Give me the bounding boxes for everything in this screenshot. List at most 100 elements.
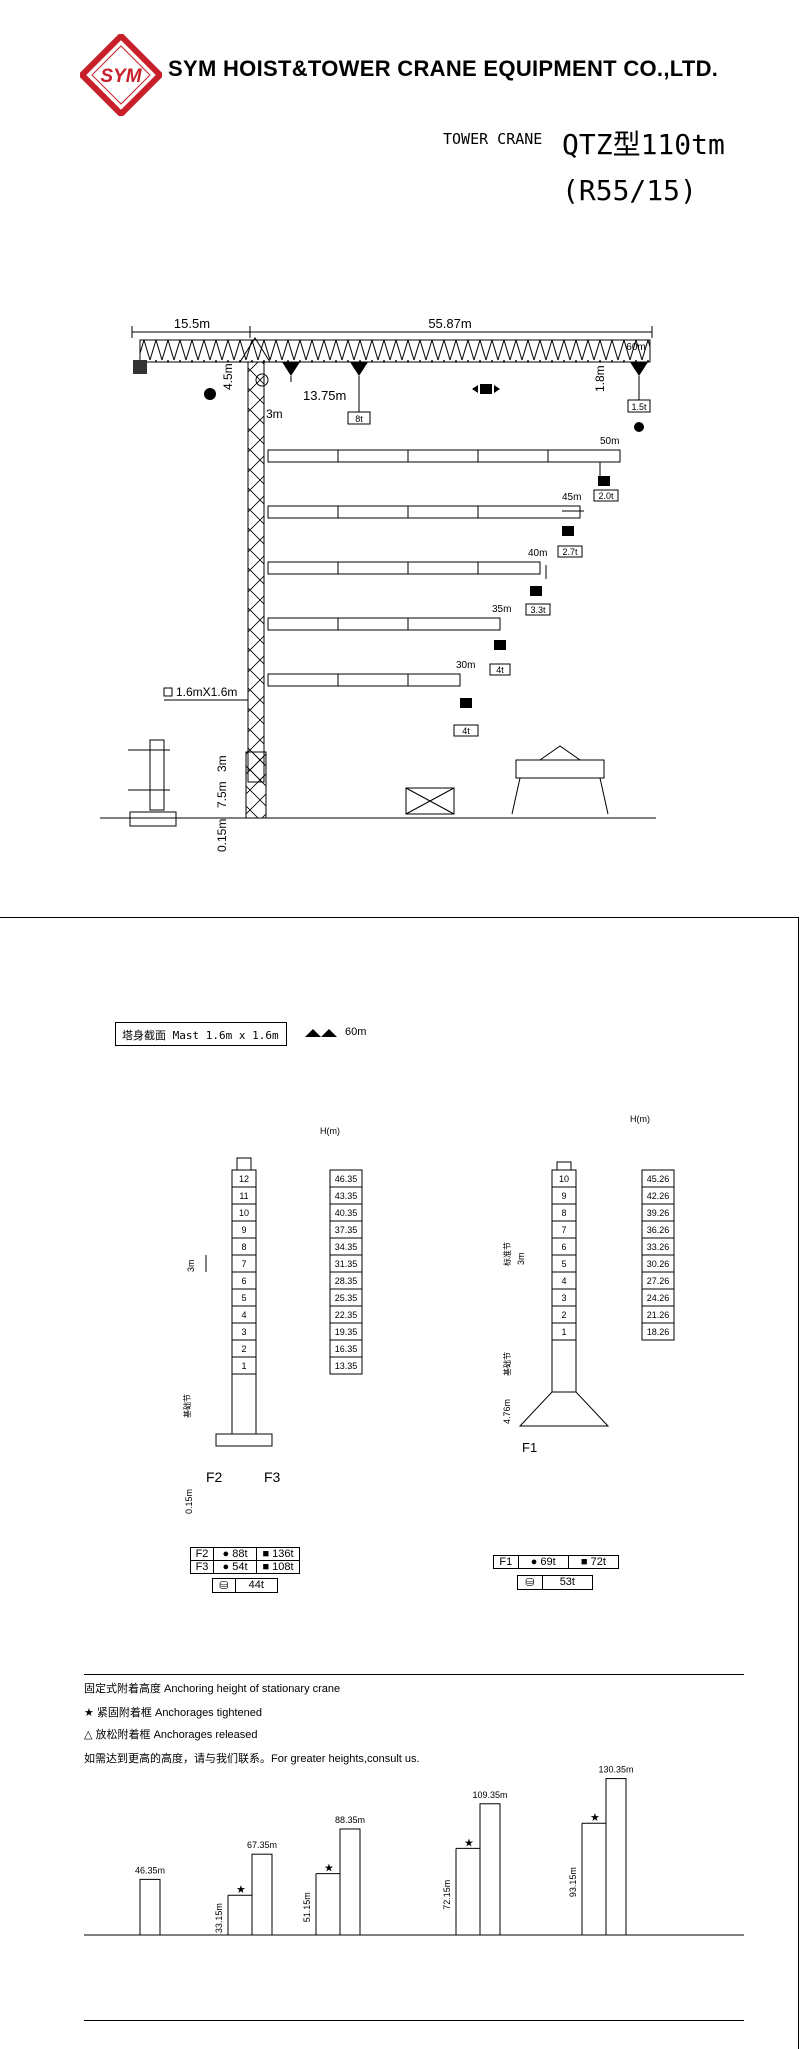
anchor-tower [339, 1828, 361, 1936]
jib-load-45: 2.7t [562, 547, 578, 557]
section-number: 2 [241, 1344, 246, 1354]
anchor-height: 51.15m [302, 1892, 312, 1922]
section-number: 10 [239, 1208, 249, 1218]
bottom-offset: 0.15m [184, 1489, 194, 1514]
company-logo: SYM [80, 34, 162, 116]
height-value: 42.26 [647, 1191, 670, 1201]
height-value: 21.26 [647, 1310, 670, 1320]
height-value: 33.26 [647, 1242, 670, 1252]
height-value: 13.35 [335, 1361, 358, 1371]
height-value: 46.35 [335, 1174, 358, 1184]
std-label: 标准节 [502, 1242, 512, 1266]
base-label: 基础节 [182, 1394, 192, 1418]
height-value: 36.26 [647, 1225, 670, 1235]
section-number: 8 [241, 1242, 246, 1252]
anchor-star: ★ [324, 1863, 334, 1875]
cab-offset: 3m [266, 407, 283, 421]
section-number: 6 [241, 1276, 246, 1286]
company-name: SYM HOIST&TOWER CRANE EQUIPMENT CO.,LTD. [168, 56, 719, 81]
right-weight: 53t [559, 1576, 575, 1588]
left-weight-row: ⛁ 44t [212, 1578, 278, 1593]
h-header: H(m) [630, 1114, 650, 1124]
section-number: 5 [561, 1259, 566, 1269]
f2-row: F2 ● 88t ■ 136t [190, 1547, 300, 1561]
right-force-table: F1 ● 69t ■ 72t ⛁ 53t [493, 1555, 619, 1590]
height-value: 16.35 [335, 1344, 358, 1354]
tower-height: 130.35m [598, 1765, 633, 1775]
height-cell [641, 1322, 675, 1341]
section-number: 7 [561, 1225, 566, 1235]
section-number: 12 [239, 1174, 249, 1184]
tower-head [236, 1157, 252, 1171]
bottom-offset: 4.76m [502, 1399, 512, 1424]
mast-spec-label: 塔身截面 Mast 1.6m x 1.6m [122, 1029, 279, 1042]
section-number: 6 [561, 1242, 566, 1252]
section-number: 4 [241, 1310, 246, 1320]
f1-value-a: 69t [540, 1556, 556, 1568]
crane-elevation: 15.5m 55.87m 60m 4.5m 3m 13.75m 8t 1.8m … [100, 316, 656, 852]
height-value: 22.35 [335, 1310, 358, 1320]
jib-load-40: 3.3t [530, 605, 546, 615]
base-label: 基础节 [502, 1352, 512, 1376]
tip-load: 1.5t [631, 402, 647, 412]
section-number: 9 [561, 1191, 566, 1201]
jib-radius-50: 50m [600, 436, 619, 447]
legend-released: △ 放松附着框 Anchorages released [84, 1726, 258, 1742]
weight-icon: ⛁ [213, 1579, 236, 1592]
anchor-tower [139, 1878, 161, 1936]
hook-drop: 1.8m [593, 365, 607, 392]
product-label: TOWER CRANE [443, 130, 543, 148]
height-value: 25.35 [335, 1293, 358, 1303]
mast-section: 1.6mX1.6m [176, 685, 237, 699]
bottom-rule [84, 2020, 744, 2021]
counter-weight [133, 360, 147, 374]
anchoring-title: 固定式附着高度 Anchoring height of stationary c… [84, 1683, 341, 1695]
section-number: 3 [241, 1327, 246, 1337]
model-title: QTZ型110tm (R55/15) [562, 122, 725, 214]
max-load: 8t [355, 414, 363, 424]
f1-value-b: 72t [590, 1556, 606, 1568]
f1-label: F1 [522, 1440, 537, 1455]
cab-icon [204, 388, 216, 400]
height-value: 18.26 [647, 1327, 670, 1337]
section-number: 10 [559, 1174, 569, 1184]
height-value: 28.35 [335, 1276, 358, 1286]
left-weight: 44t [248, 1579, 264, 1591]
f2-value-b: 136t [272, 1548, 294, 1560]
height-value: 40.35 [335, 1208, 358, 1218]
jib-load-35: 4t [496, 665, 504, 675]
jib-radius-40: 40m [528, 548, 547, 559]
anchoring-diagram: 46.35m67.35m33.15m★88.35m51.15m★109.35m7… [84, 1765, 744, 1936]
section-number: 8 [561, 1208, 566, 1218]
model-name: QTZ型110tm [562, 128, 725, 161]
contact-note: 如需达到更高的高度，请与我们联系。For greater heights,con… [84, 1753, 420, 1765]
left-tower-diagram: H(m) 12111098765432146.3543.3540.3537.35… [182, 1126, 363, 1514]
height-value: 24.26 [647, 1293, 670, 1303]
height-value: 19.35 [335, 1327, 358, 1337]
anchor-tower [479, 1803, 501, 1936]
section-height: 3m [516, 1252, 526, 1265]
height-value: 34.35 [335, 1242, 358, 1252]
jib-length: 55.87m [428, 316, 471, 331]
h-header: H(m) [320, 1126, 340, 1136]
anchor-star: ★ [236, 1884, 246, 1896]
f3-value-b: 108t [272, 1561, 294, 1573]
base-section [231, 1373, 257, 1435]
base-section-2: 7.5m [215, 781, 229, 808]
anchor-height: 33.15m [214, 1903, 224, 1933]
base-section-1: 3m [215, 755, 229, 772]
height-value: 27.26 [647, 1276, 670, 1286]
section-divider [0, 917, 798, 918]
height-value: 30.26 [647, 1259, 670, 1269]
anchor-tower [251, 1853, 273, 1936]
f3-row-label: F3 [191, 1561, 214, 1573]
f2-row-label: F2 [191, 1548, 214, 1560]
undercarriage [518, 1391, 610, 1427]
f1-row-label: F1 [494, 1556, 519, 1568]
section-number: 2 [561, 1310, 566, 1320]
mast [247, 361, 265, 783]
height-value: 31.35 [335, 1259, 358, 1269]
tower-head [556, 1161, 572, 1171]
jib-load-50: 2.0t [598, 491, 614, 501]
frame-right [798, 917, 799, 2049]
